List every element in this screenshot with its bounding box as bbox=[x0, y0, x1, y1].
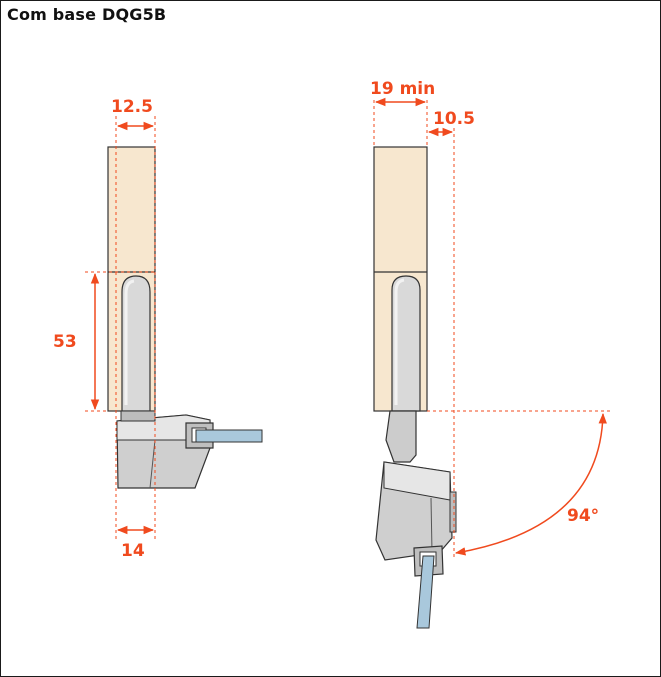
dimension-label-19-min: 19 min bbox=[370, 79, 435, 99]
left-dimensions bbox=[85, 116, 156, 540]
left-glass-panel bbox=[195, 429, 263, 443]
dimension-label-10-5: 10.5 bbox=[433, 109, 475, 129]
right-dimensions bbox=[373, 97, 610, 560]
angle-arc bbox=[454, 412, 607, 556]
dimension-label-14: 14 bbox=[121, 541, 145, 561]
dimension-label-94-degrees: 94° bbox=[567, 506, 599, 526]
right-hinge-arm bbox=[385, 410, 417, 463]
left-hinge-cup bbox=[121, 275, 151, 412]
right-glass-panel bbox=[416, 555, 435, 629]
dimension-label-12-5: 12.5 bbox=[111, 97, 153, 117]
left-hinge bbox=[107, 146, 263, 489]
right-hinge-cup bbox=[391, 275, 421, 412]
dimension-label-53: 53 bbox=[53, 332, 77, 352]
right-hinge bbox=[373, 146, 457, 629]
diagram-title: Com base DQG5B bbox=[7, 5, 167, 24]
